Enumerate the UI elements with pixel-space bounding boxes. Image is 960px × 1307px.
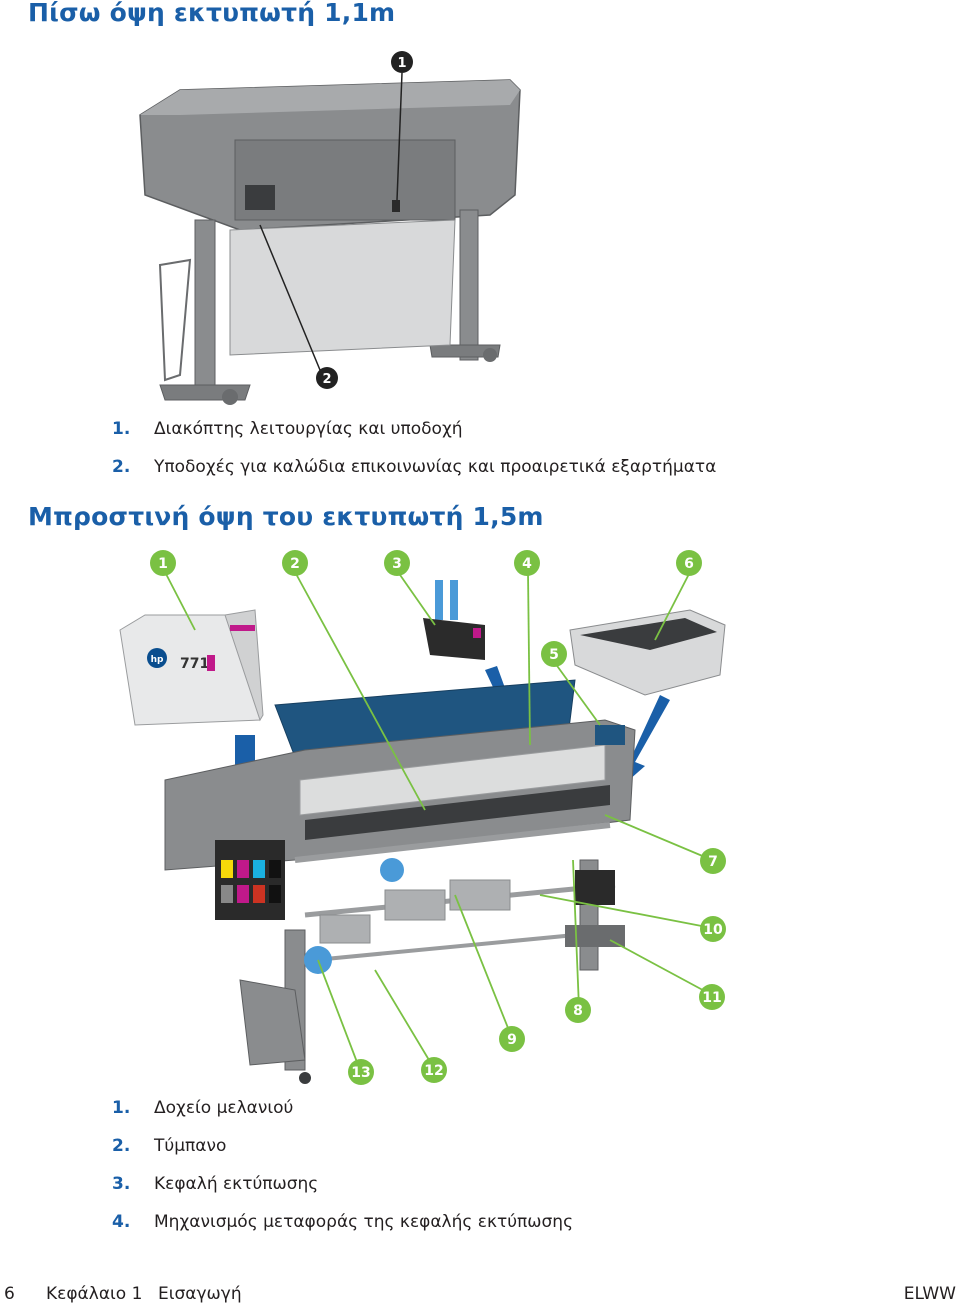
- item-text: Μηχανισμός μεταφοράς της κεφαλής εκτύπωσ…: [154, 1212, 574, 1232]
- svg-text:771: 771: [180, 656, 209, 672]
- svg-text:5: 5: [549, 647, 559, 663]
- svg-text:1: 1: [158, 556, 168, 572]
- callout-2: 2: [316, 367, 338, 389]
- callout-13: 13: [348, 1059, 374, 1085]
- callout-12: 12: [421, 1057, 447, 1083]
- item-number: 2.: [112, 457, 131, 477]
- footer-doc-code: ELWW: [903, 1284, 956, 1304]
- callout-2: 2: [282, 550, 308, 576]
- item-text: Διακόπτης λειτουργίας και υποδοχή: [154, 419, 463, 439]
- svg-text:10: 10: [703, 922, 723, 938]
- svg-text:11: 11: [702, 990, 721, 1006]
- printer-body: [139, 79, 521, 231]
- svg-text:9: 9: [507, 1032, 517, 1048]
- footer-section: Εισαγωγή: [158, 1284, 242, 1304]
- callout-1: 1: [391, 51, 413, 73]
- svg-text:12: 12: [424, 1063, 443, 1079]
- rear-view-printer-illustration: 1 2: [139, 51, 521, 405]
- maintenance-cartridge-illustration: [569, 609, 726, 696]
- item-text: Δοχείο μελανιού: [154, 1098, 294, 1118]
- svg-text:13: 13: [351, 1065, 370, 1081]
- item-text: Κεφαλή εκτύπωσης: [154, 1174, 319, 1194]
- printer-stand: [239, 822, 625, 1084]
- leader-lines: [164, 571, 713, 1071]
- callout-8: 8: [565, 997, 591, 1023]
- callout-10: 10: [700, 916, 726, 942]
- svg-text:4: 4: [522, 556, 532, 572]
- callout-4: 4: [514, 550, 540, 576]
- svg-text:2: 2: [290, 556, 300, 572]
- item-number: 1.: [112, 419, 131, 439]
- callout-7: 7: [700, 848, 726, 874]
- svg-text:6: 6: [684, 556, 694, 572]
- svg-text:3: 3: [392, 556, 402, 572]
- item-text: Τύμπανο: [154, 1136, 227, 1156]
- item-number: 1.: [112, 1098, 131, 1118]
- svg-text:8: 8: [573, 1003, 583, 1019]
- section-title-rear-view: Πίσω όψη εκτυπωτή 1,1m: [28, 0, 396, 27]
- front-view-printer-illustration: hp 771: [119, 550, 726, 1085]
- printer-stand: [158, 209, 501, 405]
- printhead-illustration: [423, 580, 485, 660]
- callout-11: 11: [699, 984, 725, 1010]
- callout-1: 1: [150, 550, 176, 576]
- callout-9: 9: [499, 1026, 525, 1052]
- item-text: Υποδοχές για καλώδια επικοινωνίας και πρ…: [154, 457, 717, 477]
- ink-slots: [221, 860, 281, 903]
- callout-6: 6: [676, 550, 702, 576]
- ink-cartridge-illustration: hp 771: [119, 609, 264, 726]
- footer-page-number: 6: [4, 1284, 15, 1304]
- svg-text:2: 2: [322, 372, 331, 387]
- section-title-front-view: Μπροστινή όψη του εκτυπωτή 1,5m: [28, 502, 544, 531]
- svg-text:1: 1: [397, 56, 406, 71]
- footer-chapter: Κεφάλαιο 1: [46, 1284, 143, 1304]
- svg-text:7: 7: [708, 854, 718, 870]
- callout-5: 5: [541, 641, 567, 667]
- svg-text:hp: hp: [151, 655, 164, 665]
- item-number: 2.: [112, 1136, 131, 1156]
- item-number: 4.: [112, 1212, 131, 1232]
- item-number: 3.: [112, 1174, 131, 1194]
- callout-3: 3: [384, 550, 410, 576]
